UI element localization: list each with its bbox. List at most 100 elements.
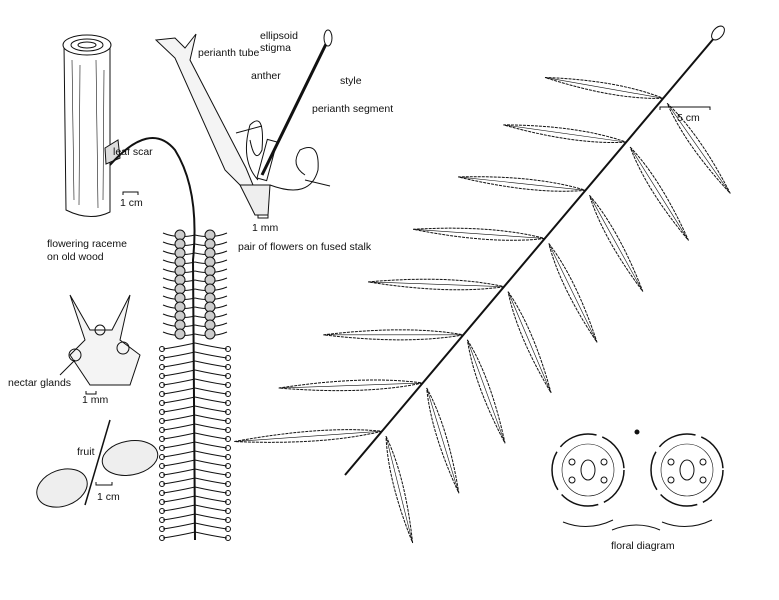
leaflet-midrib bbox=[458, 176, 586, 191]
raceme-flower bbox=[194, 477, 228, 485]
raceme-flower bbox=[162, 423, 196, 431]
leaflet-midrib bbox=[544, 77, 664, 99]
flower-stigma bbox=[159, 382, 165, 388]
leaflet-midrib bbox=[548, 243, 598, 343]
raceme-flower bbox=[194, 486, 228, 494]
raceme-flower bbox=[162, 351, 196, 359]
leaflet bbox=[548, 243, 598, 343]
raceme-flower bbox=[162, 405, 196, 413]
leaflet bbox=[426, 387, 460, 494]
leaflet-midrib bbox=[278, 382, 423, 389]
label-perianth-segment: perianth segment bbox=[312, 103, 394, 115]
leaf-rachis bbox=[344, 36, 716, 476]
leaflet bbox=[503, 124, 627, 143]
flower-stigma bbox=[159, 409, 165, 415]
label-floral-diagram: floral diagram bbox=[611, 540, 675, 552]
flower-stigma bbox=[225, 427, 231, 433]
leaflet-midrib bbox=[368, 281, 505, 287]
leaflet bbox=[368, 278, 505, 291]
flower-stigma bbox=[159, 490, 165, 496]
leaflet-midrib bbox=[589, 195, 644, 292]
floral-whorl bbox=[650, 433, 724, 507]
flower-stigma bbox=[225, 517, 231, 523]
bract bbox=[562, 519, 614, 527]
leaflet bbox=[466, 339, 506, 444]
flower-stigma bbox=[225, 391, 231, 397]
raceme-flower bbox=[194, 360, 228, 368]
raceme-flower bbox=[194, 414, 228, 422]
terminal-bud bbox=[711, 25, 725, 41]
raceme-flower bbox=[194, 396, 228, 404]
raceme-flower bbox=[194, 495, 228, 503]
raceme-flower bbox=[194, 405, 228, 413]
raceme-flower bbox=[194, 450, 228, 458]
flower-stigma bbox=[225, 400, 231, 406]
raceme-flower bbox=[194, 432, 228, 440]
raceme-flower bbox=[162, 495, 196, 503]
label-raceme-1: flowering raceme bbox=[47, 238, 127, 250]
label-pair-of-flowers: pair of flowers on fused stalk bbox=[238, 241, 372, 253]
leaflet bbox=[278, 379, 423, 392]
floral-whorl bbox=[551, 433, 625, 507]
raceme-flower bbox=[194, 351, 228, 359]
raceme-flower bbox=[194, 522, 228, 530]
label-scale-1cm: 1 cm bbox=[120, 197, 143, 209]
label-perianth-tube: perianth tube bbox=[198, 47, 260, 59]
leaflet bbox=[413, 227, 545, 241]
raceme-flower bbox=[162, 432, 196, 440]
bract bbox=[611, 524, 661, 531]
scale-bar-5cm bbox=[659, 106, 711, 110]
raceme-flower bbox=[194, 378, 228, 386]
flower-stigma bbox=[159, 526, 165, 532]
leaflet bbox=[544, 76, 664, 99]
ovary bbox=[580, 459, 596, 481]
raceme-flower bbox=[194, 531, 228, 539]
raceme-flower bbox=[194, 342, 228, 350]
flower-stigma bbox=[159, 517, 165, 523]
floral-inner-whorl bbox=[660, 443, 714, 497]
leaflet bbox=[385, 435, 414, 544]
raceme-flower bbox=[162, 504, 196, 512]
flower-stigma bbox=[225, 355, 231, 361]
flower-stigma bbox=[225, 382, 231, 388]
stamen bbox=[667, 476, 675, 484]
flower-stigma bbox=[159, 472, 165, 478]
leaflet bbox=[234, 429, 383, 443]
nectar-glands-detail bbox=[59, 294, 141, 395]
label-style: style bbox=[340, 75, 362, 87]
stamen bbox=[667, 458, 675, 466]
fruit-detail bbox=[36, 419, 159, 508]
label-leaf-scar: leaf scar bbox=[113, 146, 153, 158]
bract bbox=[661, 519, 713, 527]
flower-bud bbox=[174, 328, 186, 340]
raceme-flower bbox=[162, 441, 196, 449]
flower-stigma bbox=[159, 508, 165, 514]
flower-stigma bbox=[159, 418, 165, 424]
raceme-flower bbox=[162, 522, 196, 530]
flower-stigma bbox=[225, 481, 231, 487]
flower-stigma bbox=[225, 346, 231, 352]
leaflet-midrib bbox=[385, 436, 413, 544]
flower-stigma bbox=[225, 454, 231, 460]
flower-stigma bbox=[225, 490, 231, 496]
label-scale-1mm-glands: 1 mm bbox=[82, 394, 109, 406]
flower-stigma bbox=[225, 535, 231, 541]
leaflet-midrib bbox=[426, 387, 460, 494]
flower-stigma bbox=[159, 364, 165, 370]
flower-stigma bbox=[225, 499, 231, 505]
pinnate-leaf bbox=[234, 25, 731, 544]
raceme-flower bbox=[162, 369, 196, 377]
flower-stigma bbox=[225, 418, 231, 424]
label-scale-1cm-fruit: 1 cm bbox=[97, 491, 120, 503]
leaflet bbox=[458, 176, 586, 192]
raceme-flower bbox=[162, 486, 196, 494]
label-ellipsoid: ellipsoid bbox=[260, 30, 298, 42]
flowering-raceme bbox=[159, 229, 231, 541]
flower-stigma bbox=[225, 463, 231, 469]
raceme-flower bbox=[194, 387, 228, 395]
flower-detail bbox=[154, 29, 333, 219]
raceme-flower bbox=[162, 414, 196, 422]
scale-bar-1cm bbox=[122, 191, 139, 195]
leaflet-midrib bbox=[507, 291, 552, 394]
flower-stigma bbox=[159, 481, 165, 487]
